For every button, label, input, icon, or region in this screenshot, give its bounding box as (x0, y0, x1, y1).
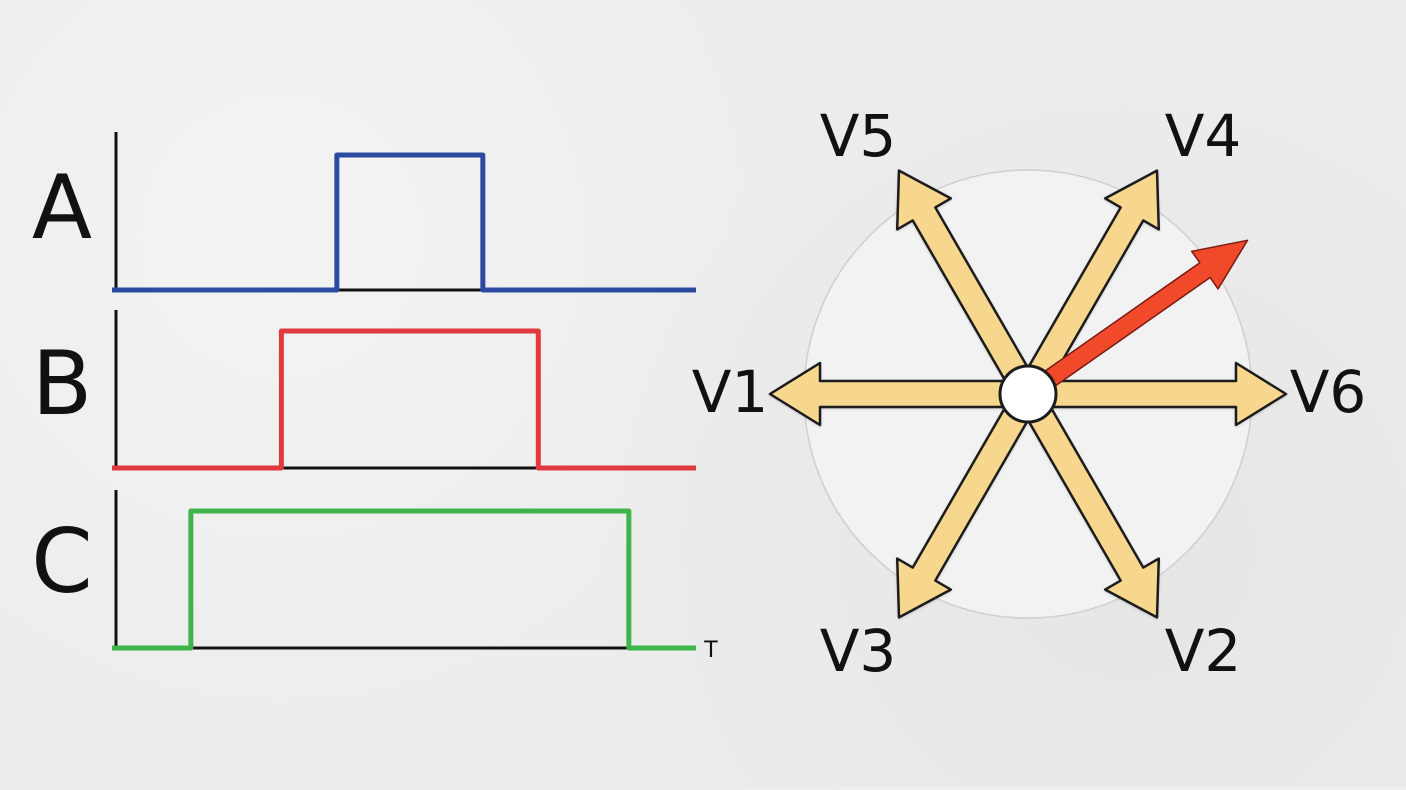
vector-arrow-v5 (895, 169, 1041, 402)
vector-label-v6: V6 (1290, 358, 1367, 426)
vector-arrow-v1 (768, 361, 1030, 427)
waveform-c (112, 508, 696, 651)
waveform-panel: A B C T (31, 132, 718, 663)
resultant-vector-arrow (1022, 239, 1249, 403)
channel-label-a: A (32, 156, 92, 259)
vector-arrows (768, 169, 1288, 619)
channel-c: C T (31, 490, 718, 663)
vector-arrow-v3 (895, 386, 1041, 619)
channel-a: A (32, 132, 696, 293)
channel-b: B (32, 310, 696, 471)
vector-label-v2: V2 (1165, 617, 1242, 685)
time-axis-label: T (703, 638, 718, 663)
vector-label-v3: V3 (820, 617, 897, 685)
vector-arrow-v4 (1015, 169, 1161, 402)
vector-arrow-v2 (1015, 386, 1161, 619)
channel-label-b: B (32, 332, 92, 435)
waveform-a (112, 152, 696, 293)
vector-label-v4: V4 (1165, 102, 1242, 170)
vector-label-v5: V5 (820, 102, 897, 170)
waveform-b (112, 328, 696, 471)
channel-label-c: C (31, 510, 92, 613)
center-hub (998, 364, 1058, 424)
vector-label-v1: V1 (692, 358, 769, 426)
